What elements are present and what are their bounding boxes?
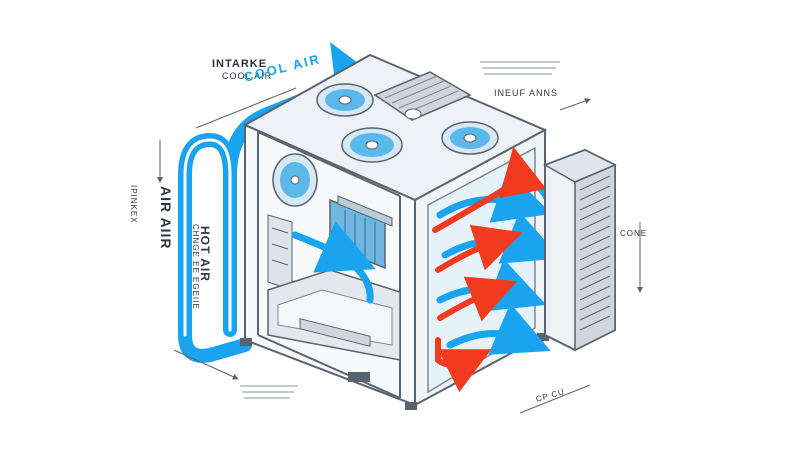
vent-grille — [373, 71, 472, 121]
dimension-lines — [157, 87, 643, 414]
intake-sub-label: COOL AIR — [222, 71, 273, 81]
hot-air-arrows — [432, 146, 547, 393]
fan-icon — [316, 83, 374, 117]
radiator-unit — [543, 148, 617, 352]
fan-icon — [441, 121, 499, 155]
fan-icon — [341, 127, 403, 163]
annotation-scribbles — [240, 61, 560, 399]
intake-label: INTARKE — [212, 58, 268, 70]
top-fans — [316, 71, 499, 163]
air-flow-label: AIR AIIR — [158, 186, 174, 250]
change-note: CHNGE EE EGEIIE — [191, 224, 200, 310]
left-side-note: IPINKEX — [129, 185, 138, 224]
fan-icon — [272, 153, 318, 207]
hot-air-label: HOT AIR — [198, 226, 212, 282]
inlet-fans-label: INEUF ANNS — [494, 88, 559, 98]
right-side-note: CONE — [620, 229, 648, 238]
